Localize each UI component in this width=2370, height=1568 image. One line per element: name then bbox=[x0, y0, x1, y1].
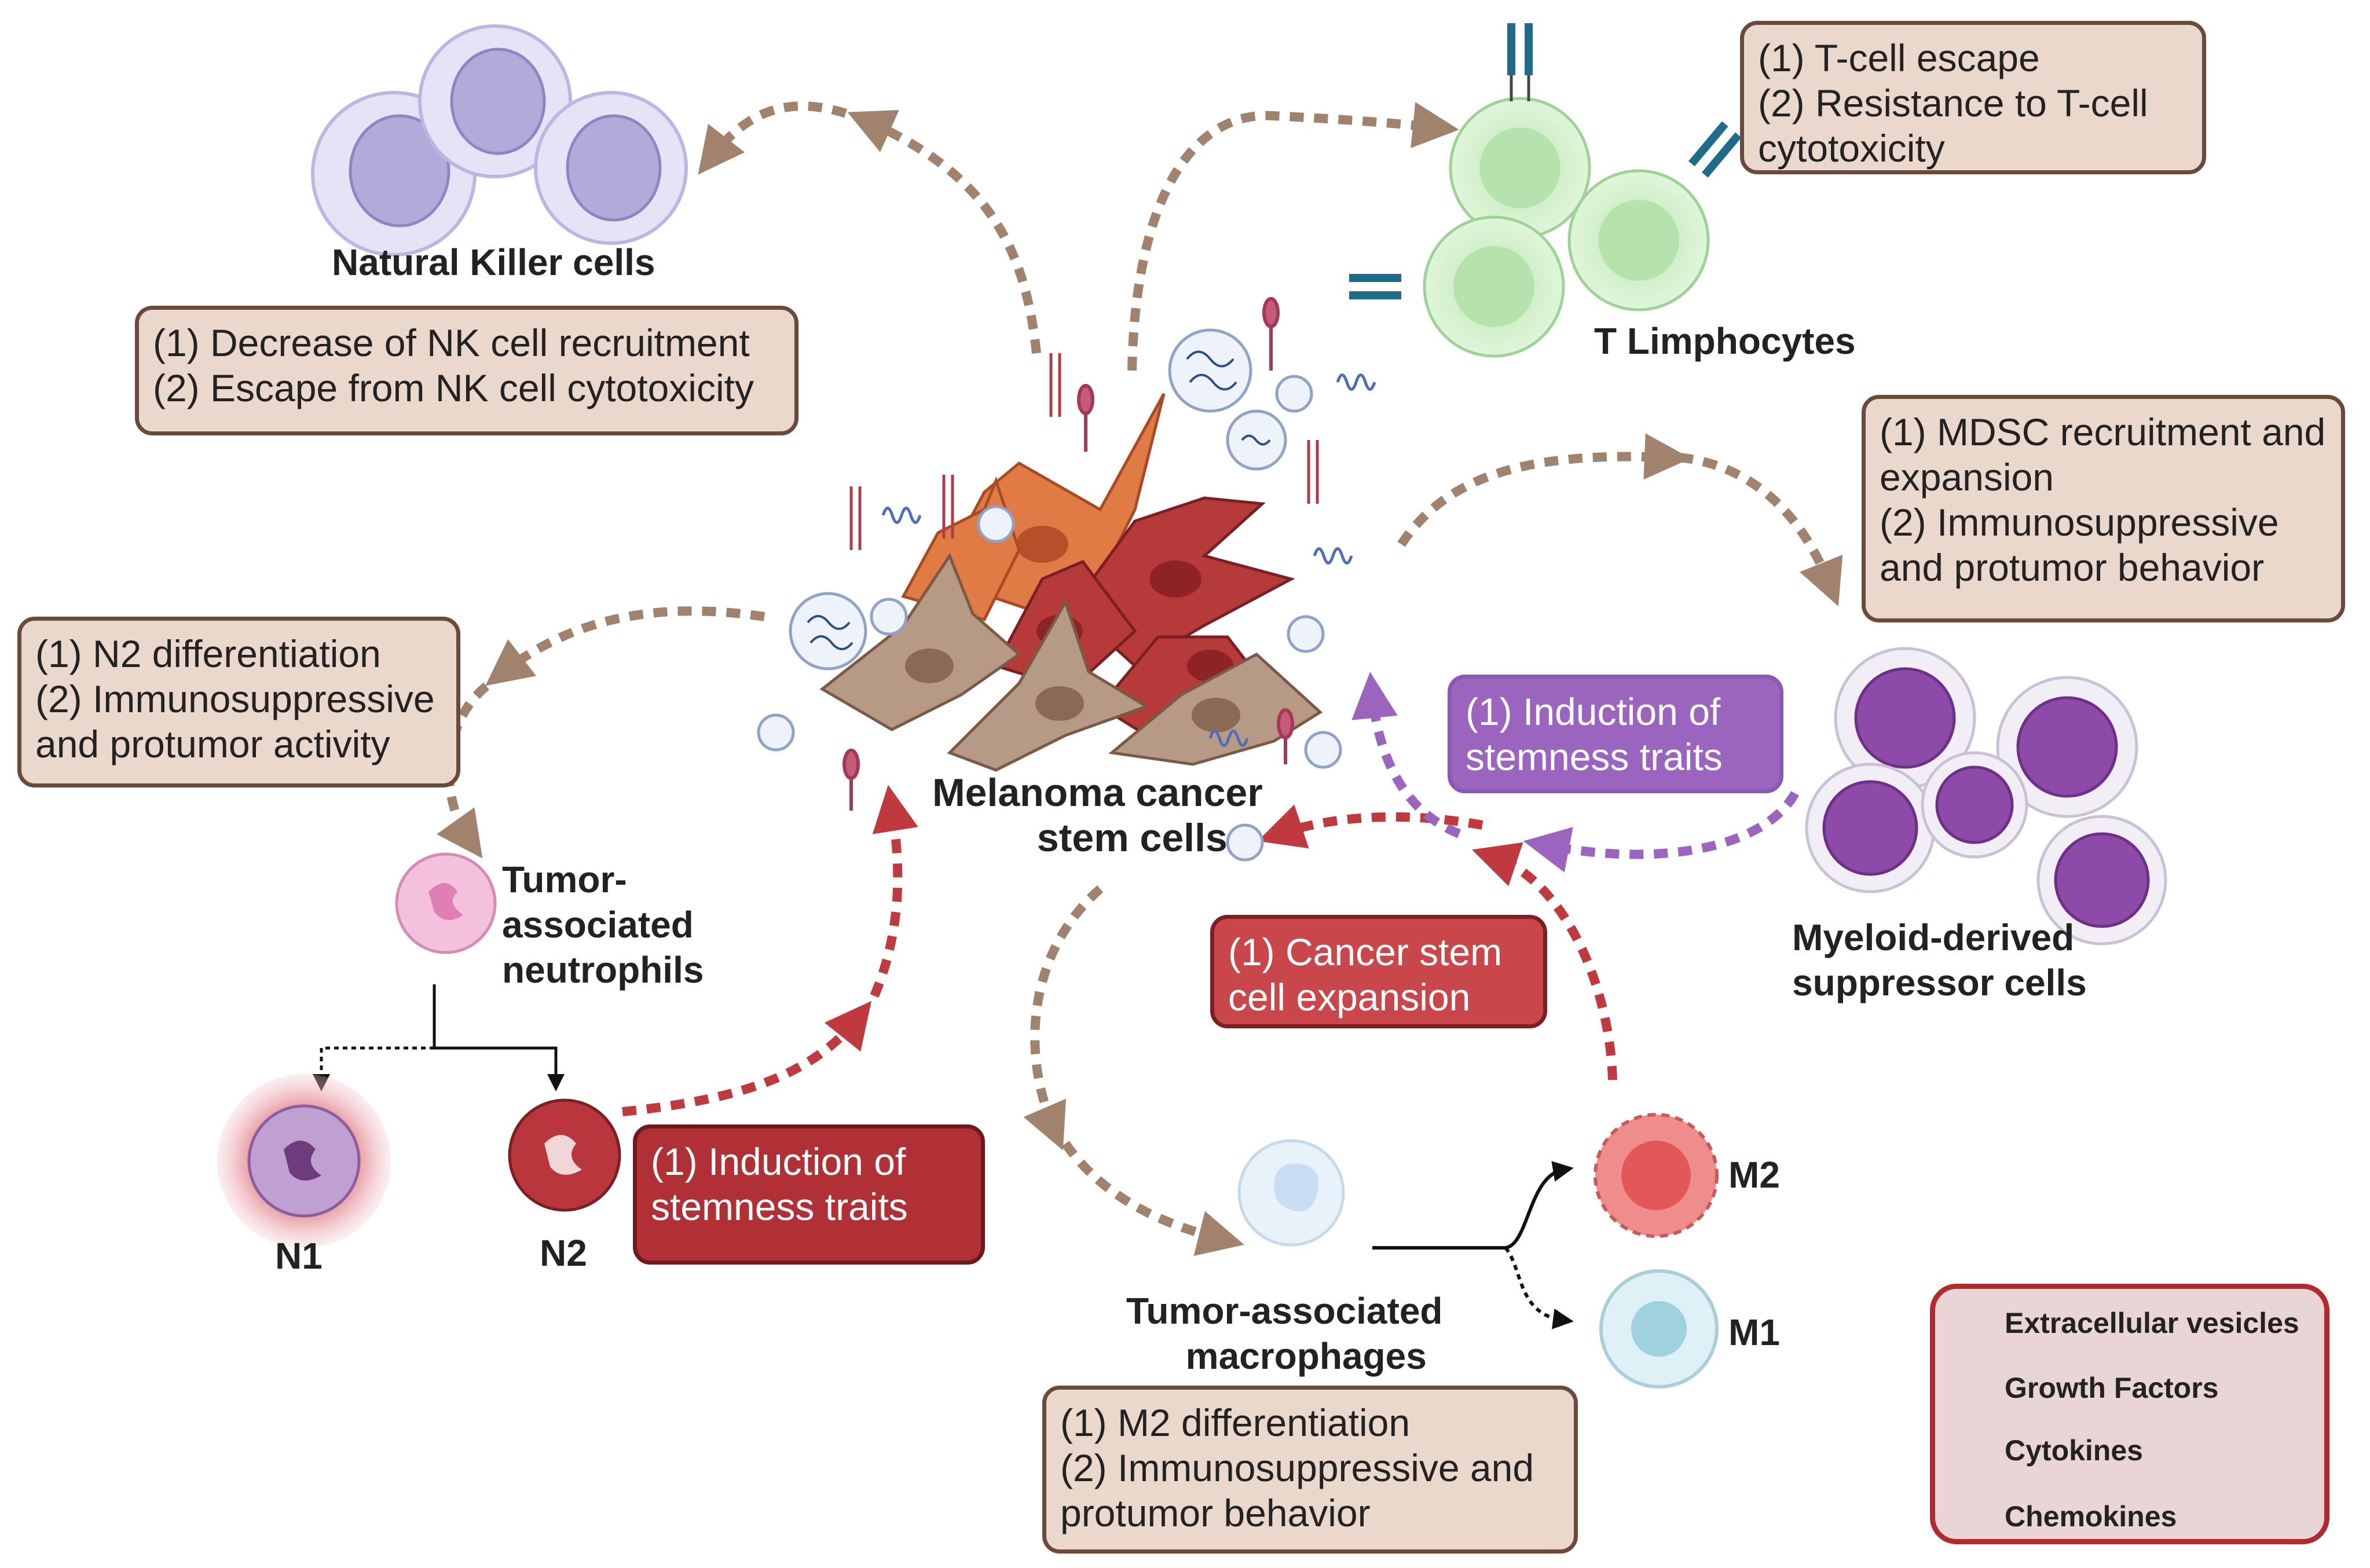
tumor-associated-macrophage bbox=[1237, 1139, 1345, 1247]
mdsc-cell bbox=[1834, 647, 1976, 789]
t-cell bbox=[1449, 23, 1591, 239]
legend-extracellular-vesicles: Extracellular vesicles bbox=[2005, 1307, 2299, 1339]
extracellular-vesicles bbox=[757, 328, 1342, 862]
arrow-to-t bbox=[1127, 102, 1459, 371]
mdsc-effects-box: (1) MDSC recruitment and expansion (2) I… bbox=[1862, 395, 2345, 622]
nk-effect-1: (1) Decrease of NK cell recruitment bbox=[153, 321, 750, 364]
t-lymphocytes-label: T Limphocytes bbox=[1594, 320, 1856, 362]
t-cell bbox=[1567, 121, 1742, 312]
mdsc-cells bbox=[1805, 647, 2167, 946]
m2-macrophage bbox=[1594, 1113, 1719, 1238]
mdsc-label: Myeloid-derived suppressor cells bbox=[1792, 915, 2087, 1005]
csc-expansion-line: cell expansion bbox=[1228, 976, 1471, 1019]
melanoma-csc-label: Melanoma cancer stem cells bbox=[932, 770, 1263, 860]
neutrophil-effect-line: (1) N2 differentiation bbox=[35, 632, 381, 675]
t-cell bbox=[1349, 215, 1565, 358]
nk-cell bbox=[534, 91, 688, 245]
vesicle-cargo bbox=[807, 350, 1271, 650]
tumor-associated-neutrophil bbox=[395, 852, 497, 954]
nk-effects-box: (1) Decrease of NK cell recruitment (2) … bbox=[135, 306, 798, 435]
mdsc-effect-line: (2) Immunosuppressive bbox=[1880, 501, 2279, 544]
mdsc-induction-line: (1) Induction of bbox=[1466, 690, 1721, 733]
t-cells bbox=[1349, 23, 1742, 358]
n2-induction-line: stemness traits bbox=[651, 1185, 908, 1228]
arrow-n2-to-csc bbox=[622, 785, 918, 1116]
cytokines bbox=[842, 297, 1294, 811]
mdsc-label-line: suppressor cells bbox=[1792, 962, 2087, 1003]
n1-neutrophil bbox=[217, 1074, 391, 1248]
mcsc-label-line: stem cells bbox=[1036, 816, 1228, 860]
t-effect-1: (1) T-cell escape bbox=[1758, 36, 2040, 79]
tam-label: Tumor-associated macrophages bbox=[1126, 1288, 1443, 1379]
n2-label: N2 bbox=[540, 1232, 587, 1274]
neutrophil-lineage-lines bbox=[313, 984, 565, 1091]
tam-label-line: Tumor-associated bbox=[1126, 1290, 1443, 1332]
macrophage-effect-line: (2) Immunosuppressive and bbox=[1060, 1446, 1534, 1489]
m1-macrophage bbox=[1599, 1269, 1719, 1389]
mdsc-effect-line: (1) MDSC recruitment and bbox=[1880, 411, 2326, 453]
growth-factors bbox=[849, 353, 1319, 550]
arrow-to-nk bbox=[698, 101, 1041, 354]
arrow-mdsc-to-csc bbox=[1351, 672, 1799, 873]
tumor-cell-tan bbox=[819, 552, 1022, 731]
t-effects-box: (1) T-cell escape (2) Resistance to T-ce… bbox=[1740, 21, 2206, 174]
legend-cytokines: Cytokines bbox=[2005, 1434, 2143, 1467]
mdsc-label-line: Myeloid-derived bbox=[1792, 917, 2075, 958]
arrow-to-mdsc bbox=[1397, 433, 1843, 607]
arrow-to-neutrophil bbox=[437, 606, 765, 859]
neutrophil-effects-box: (1) N2 differentiation (2) Immunosuppres… bbox=[17, 617, 460, 787]
mdsc-effect-line: expansion bbox=[1880, 456, 2054, 499]
tam-label-line: macrophages bbox=[1185, 1335, 1427, 1377]
tan-label: Tumor- associated neutrophils bbox=[502, 857, 704, 992]
mdsc-induction-box: (1) Induction of stemness traits bbox=[1448, 675, 1783, 793]
legend-growth-factors: Growth Factors bbox=[2005, 1372, 2219, 1404]
macrophage-lineage-lines bbox=[1372, 1161, 1574, 1329]
mdsc-cell bbox=[1921, 751, 2028, 859]
macrophage-effect-line: (1) M2 differentiation bbox=[1060, 1401, 1411, 1444]
arrow-m2-to-csc bbox=[1258, 804, 1617, 1080]
neutrophil-effect-line: (2) Immunosuppressive bbox=[35, 677, 435, 720]
t-effect-2: (2) Resistance to T-cell bbox=[1758, 82, 2148, 124]
nk-effect-2: (2) Escape from NK cell cytotoxicity bbox=[153, 367, 754, 409]
n2-induction-line: (1) Induction of bbox=[651, 1140, 906, 1183]
csc-expansion-line: (1) Cancer stem bbox=[1228, 930, 1503, 973]
m2-label: M2 bbox=[1728, 1154, 1780, 1196]
neutrophil-effect-line: and protumor activity bbox=[35, 723, 390, 765]
legend: Extracellular vesicles Growth Factors Cy… bbox=[1930, 1284, 2329, 1544]
nk-cells bbox=[311, 24, 688, 257]
arrow-to-macrophage bbox=[1023, 885, 1244, 1256]
csc-expansion-box: (1) Cancer stem cell expansion bbox=[1210, 915, 1547, 1028]
mdsc-cell bbox=[1805, 763, 1936, 893]
chemokines bbox=[881, 373, 1376, 747]
tan-label-line: Tumor- bbox=[502, 859, 627, 900]
n2-neutrophil bbox=[508, 1098, 621, 1212]
mdsc-cell bbox=[1996, 676, 2138, 818]
mdsc-effect-line: and protumor behavior bbox=[1880, 546, 2265, 589]
n2-induction-box: (1) Induction of stemness traits bbox=[633, 1124, 985, 1265]
macrophage-effects-box: (1) M2 differentiation (2) Immunosuppres… bbox=[1042, 1386, 1578, 1554]
melanoma-cancer-stem-cells bbox=[819, 393, 1323, 772]
m1-label: M1 bbox=[1728, 1311, 1780, 1353]
mcsc-label-line: Melanoma cancer bbox=[932, 771, 1263, 815]
mdsc-cell bbox=[2036, 815, 2167, 946]
macrophage-effect-line: protumor behavior bbox=[1060, 1492, 1371, 1534]
nk-cell bbox=[418, 24, 572, 178]
t-effect-3: cytotoxicity bbox=[1758, 127, 1945, 170]
legend-chemokines: Chemokines bbox=[2005, 1500, 2177, 1533]
tan-label-line: associated bbox=[502, 904, 694, 946]
nk-cells-label: Natural Killer cells bbox=[332, 241, 655, 283]
n1-label: N1 bbox=[275, 1235, 323, 1277]
mdsc-induction-line: stemness traits bbox=[1466, 735, 1723, 778]
tan-label-line: neutrophils bbox=[502, 949, 704, 991]
tumor-cell-tan bbox=[947, 598, 1150, 772]
